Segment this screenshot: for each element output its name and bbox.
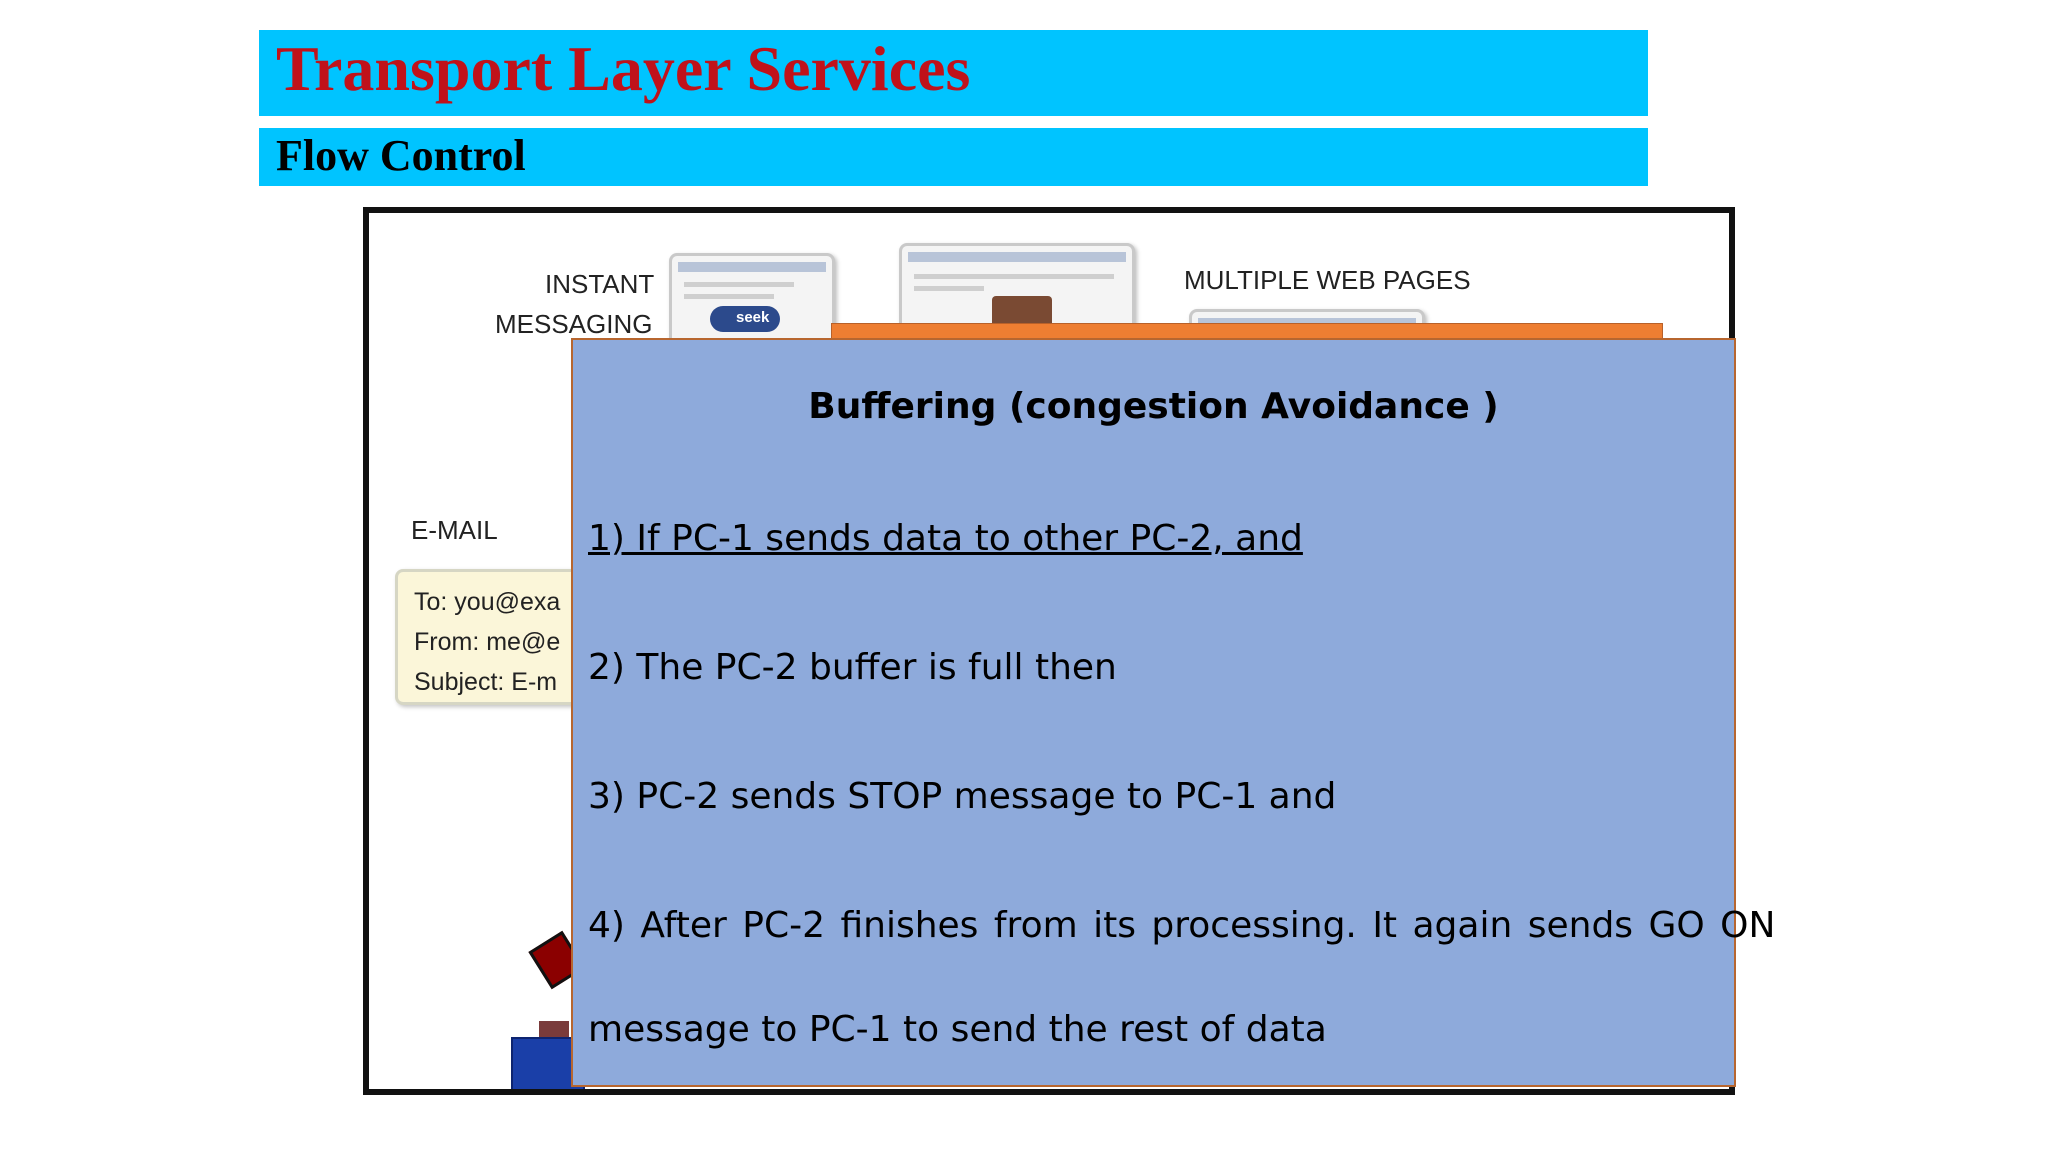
slide-subtitle: Flow Control bbox=[276, 131, 526, 180]
orange-strip bbox=[831, 323, 1663, 339]
window-titlebar bbox=[678, 262, 826, 272]
multiple-web-pages-label: MULTIPLE WEB PAGES bbox=[1184, 265, 1471, 295]
panel-item-1: 1) If PC-1 sends data to other PC-2, and bbox=[588, 518, 1303, 559]
instant-label: INSTANT bbox=[545, 269, 655, 299]
panel-heading: Buffering (congestion Avoidance ) bbox=[808, 386, 1499, 427]
seek-logo-text: seek bbox=[736, 309, 770, 326]
panel-item-4-continued: message to PC-1 to send the rest of data bbox=[588, 1009, 1327, 1050]
slide-title: Transport Layer Services bbox=[276, 33, 971, 104]
subtitle-bar: Flow Control bbox=[259, 128, 1648, 186]
panel-item-3: 3) PC-2 sends STOP message to PC-1 and bbox=[588, 776, 1337, 817]
email-from: From: me@e bbox=[414, 628, 561, 656]
window-line bbox=[684, 294, 774, 299]
window-line bbox=[914, 286, 984, 291]
messaging-label: MESSAGING bbox=[495, 309, 653, 339]
window-line bbox=[914, 274, 1114, 279]
title-bar: Transport Layer Services bbox=[259, 30, 1648, 116]
email-subject: Subject: E-m bbox=[414, 668, 558, 696]
panel-item-2: 2) The PC-2 buffer is full then bbox=[588, 647, 1117, 688]
panel-item-4: 4) After PC-2 finishes from its processi… bbox=[588, 905, 1776, 946]
window-titlebar bbox=[908, 252, 1126, 262]
seek-logo-icon: seek bbox=[710, 306, 780, 332]
email-label: E-MAIL bbox=[411, 515, 498, 545]
buffering-panel: Buffering (congestion Avoidance ) 1) If … bbox=[571, 338, 1775, 1087]
email-to: To: you@exa bbox=[414, 588, 561, 616]
window-line bbox=[684, 282, 794, 287]
